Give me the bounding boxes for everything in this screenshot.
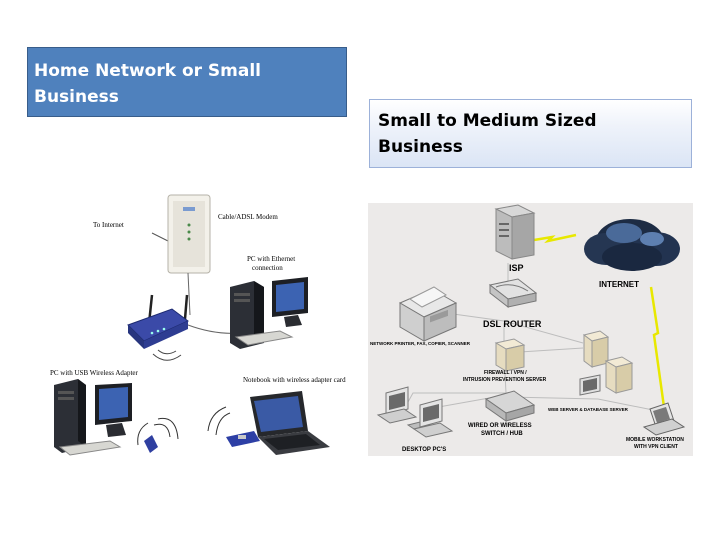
mobile-label-2: WITH VPN CLIENT bbox=[634, 444, 678, 450]
mobile-workstation-icon bbox=[642, 402, 686, 436]
internet-cloud-icon bbox=[584, 219, 680, 271]
wireless-card-icon bbox=[226, 431, 260, 447]
modem-label: Cable/ADSL Modem bbox=[218, 213, 278, 221]
internet-label: INTERNET bbox=[599, 280, 639, 289]
network-switch-icon bbox=[484, 390, 536, 422]
pc-ethernet-label-1: PC with Ethernet bbox=[247, 255, 295, 263]
dsl-router-icon bbox=[488, 278, 538, 309]
pc-usb-label: PC with USB Wireless Adapter bbox=[50, 369, 139, 377]
router-signal-icon bbox=[152, 349, 182, 361]
home-network-diagram: To Internet Cable/ADSL Modem PC with Eth… bbox=[40, 185, 360, 465]
firewall-label-1: FIREWALL / VPN / bbox=[484, 370, 527, 376]
web-server-label: WEB SERVER & DATABASE SERVER bbox=[548, 407, 629, 412]
home-network-title-text: Home Network or Small Business bbox=[34, 61, 262, 107]
ethernet-pc-icon bbox=[230, 277, 308, 349]
desktop-pc-icon bbox=[412, 398, 454, 438]
modem-icon bbox=[167, 194, 211, 274]
notebook-icon bbox=[207, 391, 330, 455]
pc-ethernet-label-2: connection bbox=[252, 264, 283, 272]
printer-label: NETWORK PRINTER, FAX, COPIER, SCANNER bbox=[370, 341, 471, 346]
usb-adapter-icon bbox=[137, 417, 179, 453]
firewall-server-icon bbox=[494, 338, 526, 372]
business-network-diagram: ISP INTERNET DSL ROUTER NETWORK PRI bbox=[368, 203, 693, 456]
business-network-title: Small to Medium Sized Business bbox=[369, 99, 692, 168]
modem-router-cable bbox=[187, 272, 191, 316]
switch-label-2: SWITCH / HUB bbox=[481, 431, 523, 437]
usb-wireless-pc-icon bbox=[54, 379, 132, 456]
firewall-label-2: INTRUSION PREVENTION SERVER bbox=[463, 377, 547, 383]
isp-server-icon bbox=[494, 204, 536, 260]
home-network-title: Home Network or Small Business bbox=[27, 47, 347, 117]
server-monitor-icon bbox=[579, 374, 601, 396]
database-server-icon bbox=[604, 356, 634, 394]
isp-label: ISP bbox=[509, 263, 524, 273]
lightning-internet-mobile-icon bbox=[649, 286, 666, 408]
internet-cable bbox=[151, 232, 169, 242]
lightning-isp-internet-icon bbox=[527, 233, 577, 244]
desktop-label: DESKTOP PC'S bbox=[402, 447, 446, 453]
notebook-label: Notebook with wireless adapter card bbox=[243, 376, 346, 384]
mobile-label-1: MOBILE WORKSTATION bbox=[626, 437, 684, 443]
wireless-router-icon bbox=[127, 294, 189, 349]
to-internet-label: To Internet bbox=[93, 221, 124, 229]
dsl-router-label: DSL ROUTER bbox=[483, 319, 542, 329]
web-server-icon bbox=[582, 330, 610, 368]
network-printer-icon bbox=[398, 286, 458, 342]
switch-label-1: WIRED OR WIRELESS bbox=[468, 423, 532, 429]
business-network-title-text: Small to Medium Sized Business bbox=[378, 111, 597, 157]
